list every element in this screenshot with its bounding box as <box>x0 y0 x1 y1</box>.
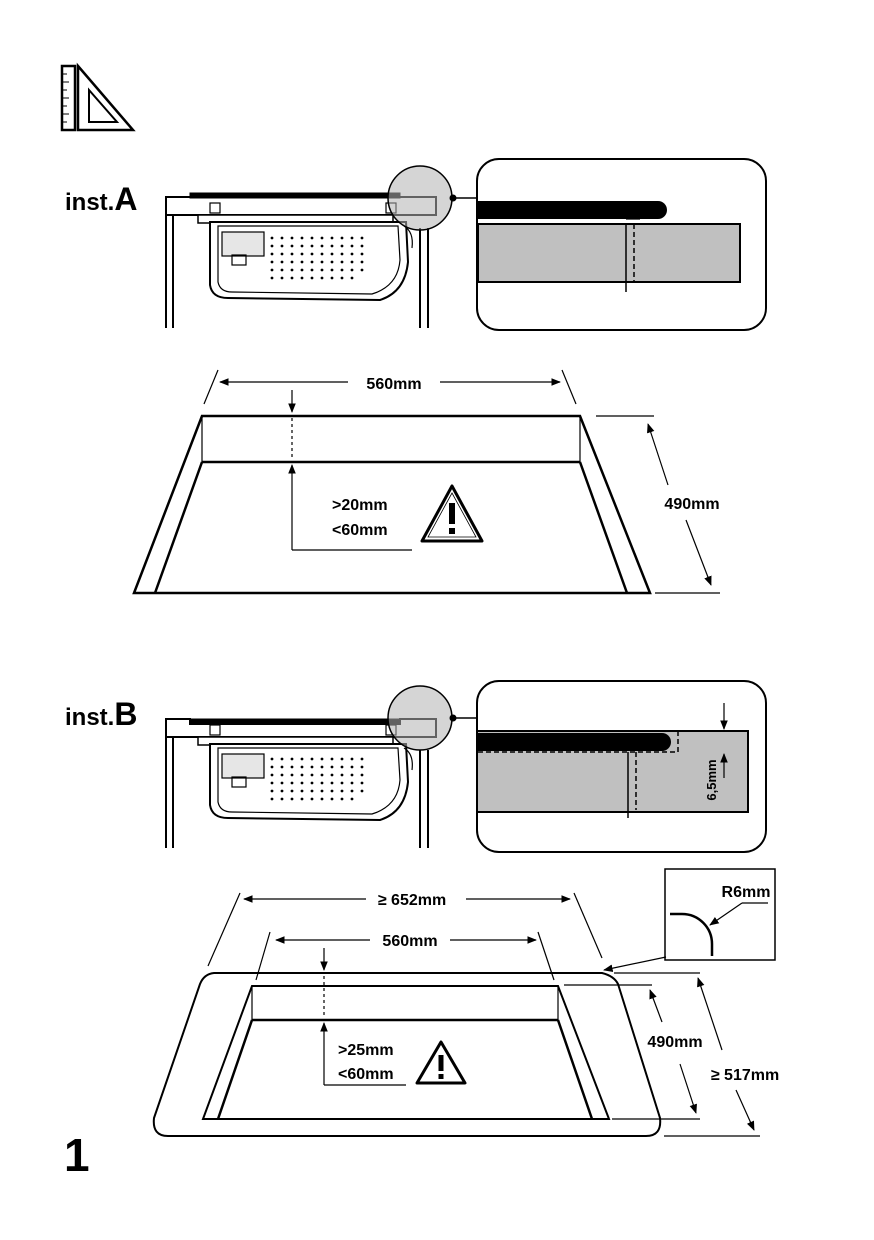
inst-b-cutout-plan <box>152 972 662 1137</box>
inst-b-width-label: 560mm <box>382 933 437 950</box>
inst-a-width-label: 560mm <box>366 376 421 393</box>
inst-b-outer-width-label: ≥ 652mm <box>378 892 446 909</box>
inst-a-callout-detail <box>476 158 767 331</box>
inst-b-magnifier <box>387 685 478 751</box>
inst-a-depth-label: 490mm <box>664 496 719 513</box>
inst-b-title: inst.B <box>65 696 137 732</box>
inst-a-cutout-plan <box>132 414 652 595</box>
inst-b-depth-label: 490mm <box>647 1034 702 1051</box>
inst-a-dimensions <box>203 369 720 594</box>
inst-a-vent-dots <box>270 236 364 280</box>
inst-b-cross-section <box>165 718 437 848</box>
inst-b-min-label: >25mm <box>338 1042 394 1059</box>
inst-a-cross-section <box>165 192 437 328</box>
warning-icon-b <box>415 1040 467 1085</box>
ruler-square-icon <box>60 62 136 132</box>
inst-b-callout-detail <box>476 680 767 853</box>
inst-a-min-label: >20mm <box>332 497 388 514</box>
inst-a-title: inst.A <box>65 181 137 217</box>
warning-icon <box>420 484 484 543</box>
inst-b-radius-inset <box>603 868 776 972</box>
inst-a-magnifier <box>387 165 478 231</box>
inst-b-dimensions <box>207 892 760 1137</box>
inst-b-step-label: 6,5mm <box>704 759 719 800</box>
inst-b-max-label: <60mm <box>338 1066 394 1083</box>
page-number: 1 <box>64 1129 90 1181</box>
inst-b-radius-label: R6mm <box>722 884 771 901</box>
inst-b-outer-depth-label: ≥ 517mm <box>711 1067 779 1084</box>
inst-a-max-label: <60mm <box>332 522 388 539</box>
